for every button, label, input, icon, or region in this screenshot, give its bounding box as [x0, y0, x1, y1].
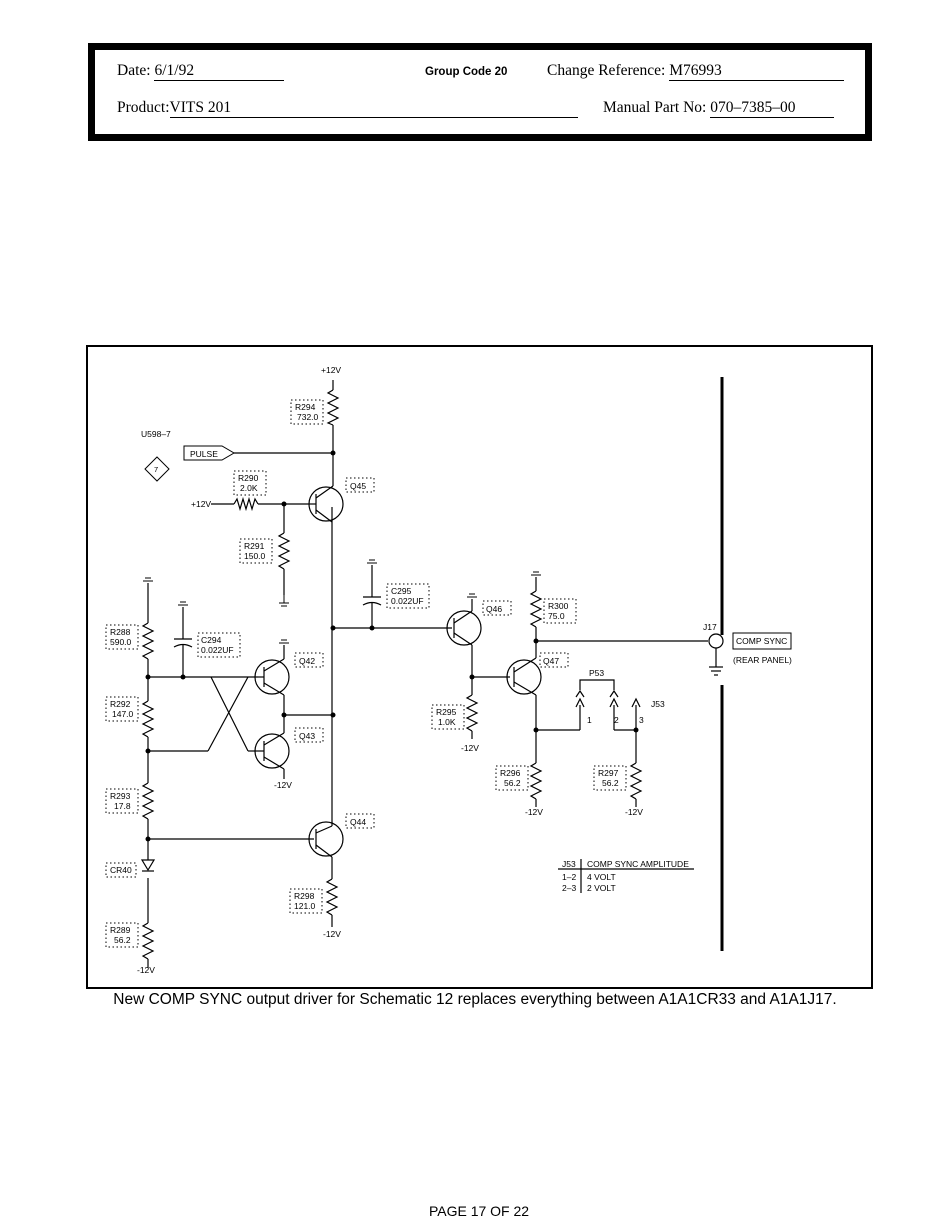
neg-supply-q46: -12V — [461, 743, 479, 753]
r294-ref: R294 — [295, 402, 316, 412]
q44-label: Q44 — [350, 817, 366, 827]
r295-ref: R295 — [436, 707, 457, 717]
neg-supply-q44: -12V — [323, 929, 341, 939]
c294-value: 0.022UF — [201, 645, 234, 655]
date-field: Date: 6/1/92 — [117, 62, 285, 81]
supply-label-top: +12V — [321, 365, 341, 375]
r292-value: 147.0 — [112, 709, 134, 719]
r290-ref: R290 — [238, 473, 259, 483]
table-col1-header: J53 — [562, 859, 576, 869]
pin-3-label: 3 — [639, 715, 644, 725]
schematic-diagram: +12V R294 732.0 U598–7 7 PULSE R290 2.0K… — [105, 365, 792, 975]
input-diamond — [144, 456, 170, 482]
manual-part-value: 070–7385–00 — [710, 99, 835, 118]
c295-ref: C295 — [391, 586, 412, 596]
q42-label: Q42 — [299, 656, 315, 666]
r298-value: 121.0 — [294, 901, 316, 911]
neg-supply-q43: -12V — [274, 780, 292, 790]
group-code-field: Group Code 20 — [425, 66, 507, 78]
r297-value: 56.2 — [602, 778, 619, 788]
product-label: Product: — [117, 99, 170, 116]
neg-supply-q47: -12V — [525, 807, 543, 817]
input-ref-label: U598–7 — [141, 429, 171, 439]
pin-1-label: 1 — [587, 715, 592, 725]
manual-part-label: Manual Part No: — [603, 99, 707, 116]
comp-sync-label: COMP SYNC — [736, 636, 787, 646]
r300-value: 75.0 — [548, 611, 565, 621]
r289-value: 56.2 — [114, 935, 131, 945]
c294-ref: C294 — [201, 635, 222, 645]
neg-supply-left: -12V — [137, 965, 155, 975]
table-col2-header: COMP SYNC AMPLITUDE — [587, 859, 689, 869]
r291-value: 150.0 — [244, 551, 266, 561]
diode-cr40 — [140, 859, 156, 872]
product-value: VITS 201 — [169, 99, 578, 118]
r298-ref: R298 — [294, 891, 315, 901]
date-label: Date: — [117, 62, 151, 79]
r288-value: 590.0 — [110, 637, 132, 647]
q46-label: Q46 — [486, 604, 502, 614]
r289-ref: R289 — [110, 925, 131, 935]
header-box: Date: 6/1/92 Group Code 20 Change Refere… — [88, 43, 872, 141]
r293-ref: R293 — [110, 791, 131, 801]
comp-sync-box — [732, 632, 792, 650]
p53-label: P53 — [589, 668, 604, 678]
q43-label: Q43 — [299, 731, 315, 741]
r292-ref: R292 — [110, 699, 131, 709]
pin-2-label: 2 — [614, 715, 619, 725]
r295-value: 1.0K — [438, 717, 456, 727]
table-row1-amplitude: 4 VOLT — [587, 872, 616, 882]
r296-ref: R296 — [500, 768, 521, 778]
q47-label: Q47 — [543, 656, 559, 666]
group-code-label: Group Code — [425, 66, 492, 78]
supply-label-r290: +12V — [191, 499, 211, 509]
r291-ref: R291 — [244, 541, 265, 551]
r293-value: 17.8 — [114, 801, 131, 811]
change-reference-label: Change Reference: — [547, 62, 666, 79]
j17-label: J17 — [703, 622, 717, 632]
r288-ref: R288 — [110, 627, 131, 637]
c295-value: 0.022UF — [391, 596, 424, 606]
pulse-label: PULSE — [190, 449, 218, 459]
product-field: Product:VITS 201 — [117, 99, 578, 118]
r300-ref: R300 — [548, 601, 569, 611]
r294-value: 732.0 — [297, 412, 319, 422]
j53-label: J53 — [651, 699, 665, 709]
manual-part-field: Manual Part No: 070–7385–00 — [603, 99, 835, 118]
q45-label: Q45 — [350, 481, 366, 491]
r290-value: 2.0K — [240, 483, 258, 493]
rear-panel-label: (REAR PANEL) — [733, 655, 792, 665]
r297-ref: R297 — [598, 768, 619, 778]
change-reference-field: Change Reference: M76993 — [547, 62, 845, 81]
change-reference-value: M76993 — [669, 62, 845, 81]
r296-value: 56.2 — [504, 778, 521, 788]
pulse-tag — [183, 445, 235, 461]
input-pin-label: 7 — [154, 465, 158, 474]
date-value: 6/1/92 — [154, 62, 285, 81]
cr40-label: CR40 — [110, 865, 132, 875]
schematic-frame — [86, 345, 873, 989]
group-code-value: 20 — [494, 66, 508, 78]
table-row1-pins: 1–2 — [562, 872, 576, 882]
figure-caption: New COMP SYNC output driver for Schemati… — [113, 991, 837, 1008]
table-row2-pins: 2–3 — [562, 883, 576, 893]
page-number: PAGE 17 OF 22 — [428, 1203, 530, 1219]
neg-supply-r297: -12V — [625, 807, 643, 817]
table-row2-amplitude: 2 VOLT — [587, 883, 616, 893]
